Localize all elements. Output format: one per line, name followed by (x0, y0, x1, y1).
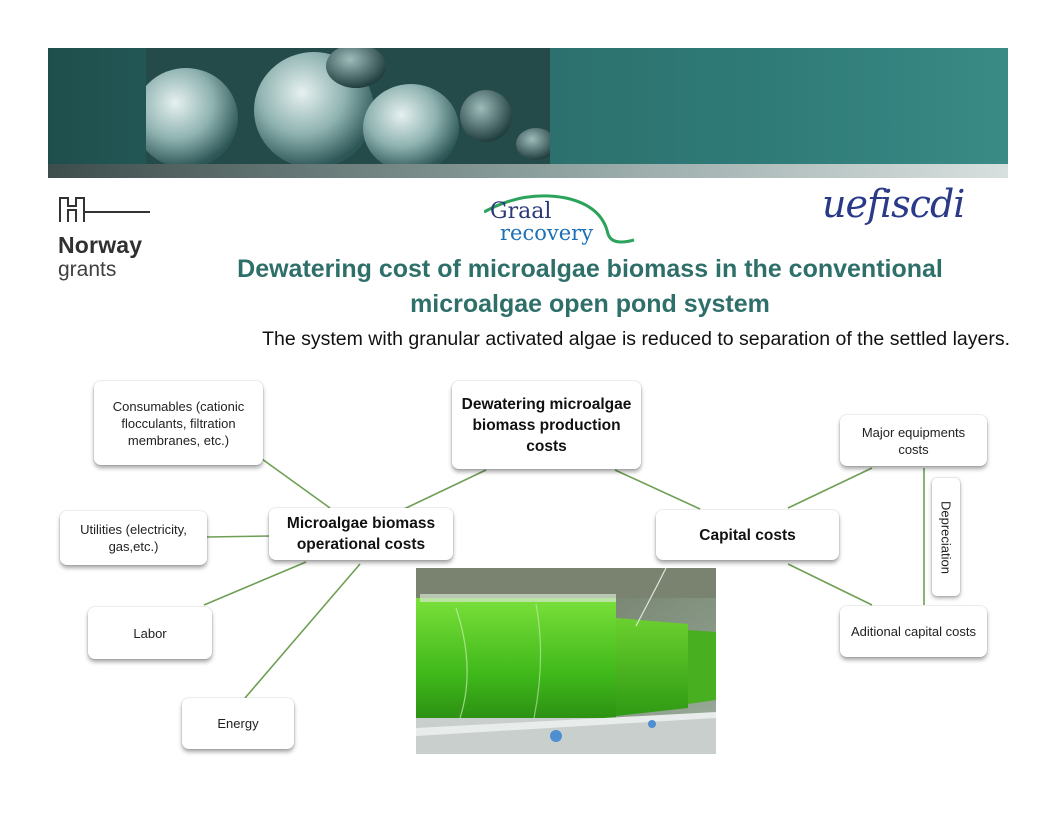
node-labor: Labor (88, 607, 212, 659)
uefiscdi-word: uefiscdi (822, 182, 965, 226)
header-stripe (48, 164, 1008, 178)
connector-capital-additional (787, 563, 873, 606)
page-subtitle: The system with granular activated algae… (262, 328, 1010, 350)
uefiscdi-logo: uefiscdi (822, 182, 1012, 240)
node-utilities: Utilities (electricity, gas,etc.) (60, 511, 207, 565)
norway-grants-logo: Norway grants (58, 192, 158, 292)
node-additional-capital: Aditional capital costs (840, 606, 987, 657)
connector-root-operational (403, 469, 487, 510)
norway-flag-icon (59, 197, 150, 222)
node-energy: Energy (182, 698, 294, 749)
node-consumables: Consumables (cationic flocculants, filtr… (94, 381, 263, 465)
node-depreciation: Depreciation (932, 478, 960, 596)
connector-operational-labor (203, 561, 307, 606)
node-root: Dewatering microalgae biomass production… (452, 381, 641, 469)
connector-operational-energy (244, 563, 361, 699)
norway-word: Norway (58, 232, 143, 258)
title-line-2: microalgae open pond system (410, 290, 770, 318)
graal-word: Graal (490, 199, 551, 224)
connector-operational-consumables (261, 458, 331, 509)
title-line-1: Dewatering cost of microalgae biomass in… (237, 255, 943, 283)
node-operational-costs: Microalgae biomass operational costs (269, 508, 453, 560)
node-major-equipment: Major equipments costs (840, 415, 987, 466)
connector-capital-equipment (787, 467, 873, 509)
graal-recovery-logo: Graal recovery (483, 188, 638, 250)
grants-word: grants (58, 258, 117, 281)
connector-operational-utilities (206, 535, 271, 538)
node-capital-costs: Capital costs (656, 510, 839, 560)
microscopy-image (146, 48, 550, 164)
connector-root-capital (614, 469, 701, 510)
algae-tanks-photo (416, 568, 716, 754)
page-title: Dewatering cost of microalgae biomass in… (180, 252, 1000, 322)
recovery-word: recovery (500, 221, 593, 245)
